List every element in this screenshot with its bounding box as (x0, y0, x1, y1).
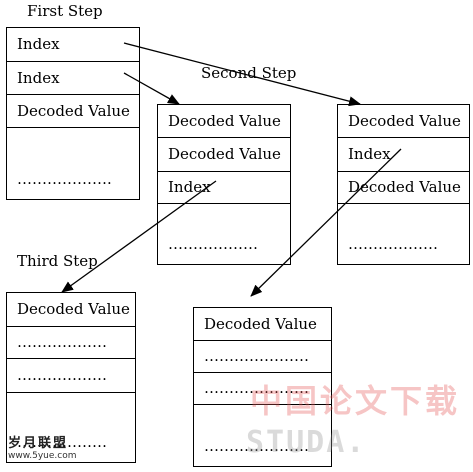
table-cell: Decoded Value (194, 308, 331, 341)
second-step-table-right: Decoded Value Index Decoded Value ……………… (337, 104, 470, 265)
table-cell: ………………… (194, 373, 331, 405)
second-step-table-left: Decoded Value Decoded Value Index ……………… (157, 104, 291, 265)
table-cell: ……………… (7, 327, 135, 359)
logo-url: www.5yue.com (8, 451, 77, 461)
first-step-label: First Step (27, 2, 103, 20)
table-cell: Index (338, 138, 469, 172)
table-cell: ………………. (17, 170, 112, 188)
table-cell: ……………… (7, 359, 135, 393)
table-cell: Decoded Value (7, 95, 139, 128)
second-step-label: Second Step (201, 64, 297, 82)
logo-text: 岁月联盟 (8, 436, 69, 451)
table-cell: Decoded Value (158, 105, 290, 138)
table-cell: Index (7, 28, 139, 62)
table-cell: ………………… (194, 341, 331, 373)
table-cell: ……………… (348, 235, 438, 253)
table-cell: ………………… (204, 437, 309, 455)
site-logo: 岁月联盟 www.5yue.com (8, 432, 77, 461)
table-cell: Decoded Value (338, 172, 469, 204)
third-step-table-left: Decoded Value ……………… ……………… ……………… (6, 292, 136, 463)
table-cell: Decoded Value (158, 138, 290, 172)
first-step-table: Index Index Decoded Value ………………. (6, 27, 140, 200)
third-step-table-right: Decoded Value ………………… ………………… ………………… (193, 307, 332, 467)
table-cell: ……………… (168, 235, 258, 253)
table-cell: ……………… (17, 433, 107, 451)
watermark-domain: STUDA. (246, 425, 367, 460)
watermark-chinese: 中国论文下载 (250, 382, 461, 420)
table-cell: Index (7, 62, 139, 95)
table-cell: Index (158, 172, 290, 204)
third-step-label: Third Step (17, 252, 98, 270)
table-cell: Decoded Value (338, 105, 469, 138)
table-cell: Decoded Value (7, 293, 135, 327)
